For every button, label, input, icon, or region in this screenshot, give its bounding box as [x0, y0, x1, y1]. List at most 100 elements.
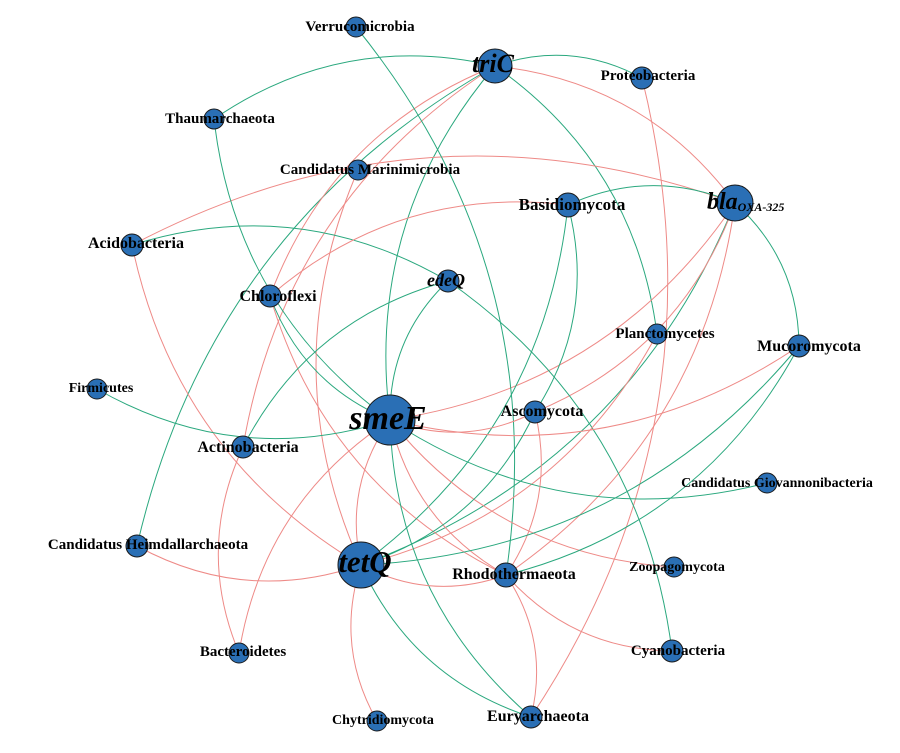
node-label-text-Ascomycota: Ascomycota: [501, 403, 584, 420]
node-label-text-tetQ: tetQ: [338, 544, 391, 579]
node-label-Ascomycota: Ascomycota: [501, 403, 584, 420]
node-label-tetQ: tetQ: [338, 544, 391, 579]
node-label-Chytridiomycota: Chytridiomycota: [332, 713, 434, 728]
node-label-Mucoromycota: Mucoromycota: [757, 338, 861, 355]
node-label-text-Basidiomycota: Basidiomycota: [519, 195, 626, 214]
edges-layer: [96, 26, 800, 722]
edge-Chloroflexi-Rhodothermaeota: [269, 295, 507, 576]
edge-Basidiomycota-tetQ: [360, 204, 569, 566]
node-label-text-Proteobacteria: Proteobacteria: [601, 68, 696, 84]
node-label-Heimdallarchaeota: Candidatus Heimdallarchaeota: [48, 537, 249, 553]
edge-triC-Planctomycetes: [494, 65, 658, 335]
node-label-blaOXA: blaOXA-325: [707, 189, 784, 215]
node-label-text-Chloroflexi: Chloroflexi: [239, 288, 317, 305]
node-label-text-Giovannonibacteria: Candidatus Giovannonibacteria: [681, 476, 873, 491]
node-Chytridiomycota: [366, 710, 388, 732]
node-Verrucomicrobia: [345, 16, 367, 38]
node-label-triC: triC: [472, 49, 515, 78]
edge-Marinimicrobia-tetQ: [315, 169, 362, 566]
edge-blaOXA-Acidobacteria: [131, 155, 736, 246]
node-label-text-Rhodothermaeota: Rhodothermaeota: [452, 566, 576, 583]
node-label-smeE: smeE: [348, 400, 426, 437]
edge-triC-Chloroflexi: [269, 65, 496, 297]
node-triC: [477, 48, 513, 84]
node-Actinobacteria: [231, 435, 255, 459]
node-Acidobacteria: [120, 233, 144, 257]
edge-tetQ-Euryarchaeota: [360, 564, 532, 718]
edge-tetQ-Mucoromycota: [360, 345, 800, 566]
node-label-text-Verrucomicrobia: Verrucomicrobia: [305, 19, 415, 35]
edge-triC-Thaumarchaeota: [213, 55, 496, 120]
edge-Euryarchaeota-Rhodothermaeota: [505, 574, 538, 718]
edge-Planctomycetes-tetQ: [360, 333, 658, 566]
node-label-text-Thaumarchaeota: Thaumarchaeota: [165, 111, 275, 127]
edge-smeE-Zoopagomycota: [389, 419, 675, 568]
node-label-Firmicutes: Firmicutes: [69, 381, 134, 396]
node-label-Bacteroidetes: Bacteroidetes: [200, 644, 287, 660]
node-label-Cyanobacteria: Cyanobacteria: [631, 643, 726, 659]
node-Euryarchaeota: [519, 705, 543, 729]
edge-smeE-Euryarchaeota: [389, 419, 532, 718]
edge-Ascomycota-tetQ: [360, 411, 536, 566]
edge-Basidiomycota-Chloroflexi: [269, 201, 569, 297]
node-label-text-Chytridiomycota: Chytridiomycota: [332, 713, 434, 728]
node-label-text-Bacteroidetes: Bacteroidetes: [200, 644, 287, 660]
node-Basidiomycota: [555, 192, 581, 218]
edge-blaOXA-Basidiomycota: [567, 185, 736, 206]
node-Rhodothermaeota: [493, 562, 519, 588]
edge-triC-Proteobacteria: [494, 54, 643, 79]
node-label-text-edeQ: edeQ: [427, 270, 465, 290]
node-Thaumarchaeota: [203, 108, 225, 130]
edge-Ascomycota-Basidiomycota: [534, 204, 578, 413]
node-label-Chloroflexi: Chloroflexi: [239, 288, 317, 305]
edge-triC-Heimdallarchaeota: [136, 65, 496, 547]
edge-Ascomycota-Rhodothermaeota: [505, 411, 542, 576]
node-label-text-triC: triC: [472, 49, 515, 78]
edge-Acidobacteria-edeQ: [131, 225, 449, 282]
edge-Rhodothermaeota-Cyanobacteria: [505, 574, 673, 652]
node-label-Proteobacteria: Proteobacteria: [601, 68, 696, 84]
edge-smeE-Rhodothermaeota: [389, 419, 507, 576]
node-Planctomycetes: [646, 323, 668, 345]
node-Bacteroidetes: [228, 642, 250, 664]
node-Zoopagomycota: [663, 556, 685, 578]
node-label-text-Planctomycetes: Planctomycetes: [615, 326, 714, 342]
node-Cyanobacteria: [660, 639, 684, 663]
edge-triC-Actinobacteria: [242, 65, 496, 448]
node-label-Zoopagomycota: Zoopagomycota: [629, 560, 725, 575]
node-label-text-Marinimicrobia: Candidatus Marinimicrobia: [280, 162, 461, 178]
edge-triC-smeE: [385, 65, 496, 421]
node-label-Thaumarchaeota: Thaumarchaeota: [165, 111, 275, 127]
edge-smeE-Bacteroidetes: [238, 419, 391, 654]
node-blaOXA: [716, 184, 754, 222]
node-Heimdallarchaeota: [125, 534, 149, 558]
edge-blaOXA-Ascomycota: [534, 202, 736, 413]
node-label-Acidobacteria: Acidobacteria: [88, 235, 184, 252]
node-Chloroflexi: [258, 284, 282, 308]
node-Proteobacteria: [630, 66, 654, 90]
node-label-Giovannonibacteria: Candidatus Giovannonibacteria: [681, 476, 873, 491]
node-label-text-Heimdallarchaeota: Candidatus Heimdallarchaeota: [48, 537, 249, 553]
node-label-edeQ: edeQ: [427, 270, 465, 290]
edge-edeQ-Actinobacteria: [242, 280, 449, 448]
node-label-text-Actinobacteria: Actinobacteria: [197, 439, 298, 456]
node-label-Basidiomycota: Basidiomycota: [519, 195, 626, 214]
edge-smeE-Mucoromycota: [389, 345, 800, 437]
edge-Heimdallarchaeota-tetQ: [136, 545, 362, 582]
edge-blaOXA-smeE: [389, 202, 736, 421]
node-label-text-Euryarchaeota: Euryarchaeota: [487, 708, 589, 725]
edge-Acidobacteria-tetQ: [131, 244, 362, 566]
node-label-text-Acidobacteria: Acidobacteria: [88, 235, 184, 252]
node-label-Rhodothermaeota: Rhodothermaeota: [452, 566, 576, 583]
labels-layer: triC blaOXA-325 edeQ smeE tetQ Verrucomicrobi…: [48, 19, 873, 728]
node-edeQ: [436, 269, 460, 293]
node-Giovannonibacteria: [756, 472, 778, 494]
node-label-text-Firmicutes: Firmicutes: [69, 381, 134, 396]
nodes-layer: [86, 16, 811, 732]
edge-edeQ-Cyanobacteria: [447, 280, 673, 652]
node-label-text-Cyanobacteria: Cyanobacteria: [631, 643, 726, 659]
edge-Actinobacteria-Bacteroidetes: [217, 446, 244, 654]
node-Ascomycota: [523, 400, 547, 424]
edge-blaOXA-Rhodothermaeota: [505, 202, 736, 576]
node-label-text-Mucoromycota: Mucoromycota: [757, 338, 861, 355]
